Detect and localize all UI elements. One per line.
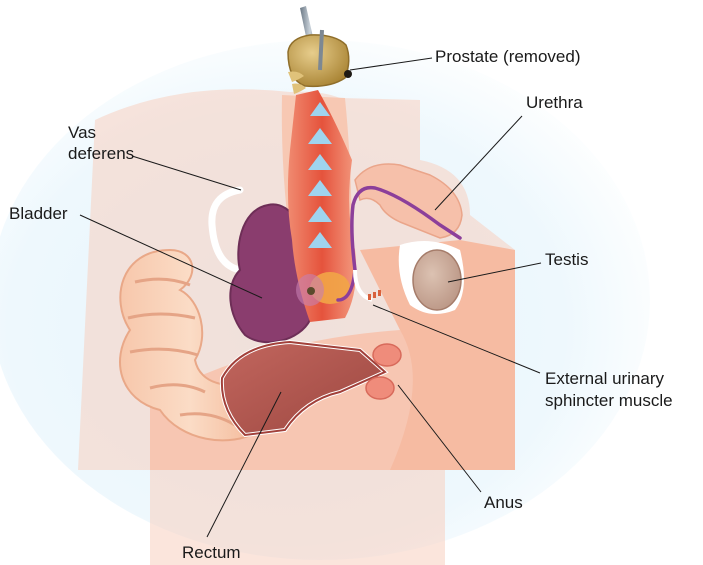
label-vas-deferens-2: deferens	[68, 143, 134, 164]
label-sphincter-1: External urinary	[545, 368, 664, 389]
label-rectum: Rectum	[182, 542, 241, 563]
anal-sphincter-lower	[366, 377, 394, 399]
label-sphincter-2: sphincter muscle	[545, 390, 673, 411]
label-vas-deferens-1: Vas	[68, 122, 96, 143]
label-bladder: Bladder	[9, 203, 68, 224]
anal-sphincter-upper	[373, 344, 401, 366]
label-prostate: Prostate (removed)	[435, 46, 581, 67]
urethral-opening	[307, 287, 315, 295]
label-urethra: Urethra	[526, 92, 583, 113]
label-testis: Testis	[545, 249, 588, 270]
testis-organ	[413, 250, 461, 310]
label-anus: Anus	[484, 492, 523, 513]
